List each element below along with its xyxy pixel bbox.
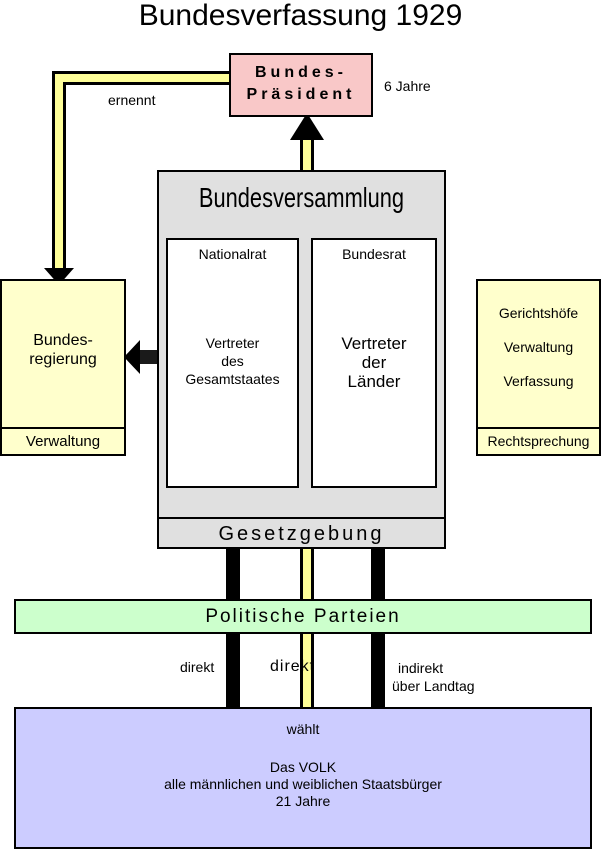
- nationalrat-line3: Gesamtstaates: [185, 371, 280, 387]
- courts-footer: Rechtsprechung: [478, 427, 599, 456]
- people-line1: Das VOLK: [269, 759, 337, 775]
- assembly-box: Bundesversammlung Nationalrat Vertreter …: [157, 170, 446, 549]
- nationalrat-line2: des: [221, 353, 244, 369]
- direct-label-center: direkt: [270, 658, 316, 675]
- parties-box: Politische Parteien: [14, 599, 592, 634]
- bundesrat-line1: Vertreter: [341, 334, 407, 353]
- government-footer: Verwaltung: [2, 427, 124, 456]
- courts-line1: Gerichtshöfe: [498, 305, 579, 321]
- people-line3: 21 Jahre: [275, 793, 331, 809]
- bundesrat-name: Bundesrat: [342, 246, 406, 262]
- president-line1: Bundes-: [255, 64, 347, 81]
- page-title: Bundesverfassung 1929: [138, 0, 463, 32]
- nationalrat-name: Nationalrat: [198, 246, 267, 262]
- bundesrat-line3: Länder: [347, 372, 401, 391]
- people-line2: alle männlichen und weiblichen Staatsbür…: [164, 776, 442, 792]
- indirect-label-line1: indirekt: [398, 660, 444, 676]
- president-term: 6 Jahre: [384, 78, 431, 94]
- government-box: Bundes- regierung Verwaltung: [0, 279, 126, 456]
- assembly-to-government-shaft: [138, 350, 160, 364]
- elect-president-arrowhead: [290, 113, 324, 140]
- president-box: Bundes- Präsident: [229, 53, 373, 117]
- nationalrat-box: Nationalrat Vertreter des Gesamtstaates: [166, 238, 299, 488]
- government-line1: Bundes-: [33, 332, 93, 349]
- president-line2: Präsident: [246, 86, 356, 103]
- indirect-label: indirekt über Landtag: [392, 659, 475, 695]
- government-line2: regierung: [29, 351, 97, 368]
- courts-box: Gerichtshöfe Verwaltung Verfassung Recht…: [476, 279, 601, 456]
- assembly-footer: Gesetzgebung: [157, 517, 446, 549]
- courts-line2: Verwaltung: [503, 339, 574, 355]
- assembly-title: Bundesversammlung: [198, 182, 405, 213]
- bundesrat-box: Bundesrat Vertreter der Länder: [311, 238, 437, 488]
- direct-label-left: direkt: [180, 659, 215, 675]
- assembly-to-government-arrowhead: [124, 340, 140, 374]
- appoint-arrowhead: [44, 268, 74, 285]
- nationalrat-line1: Vertreter: [205, 335, 260, 351]
- courts-line3: Verfassung: [503, 373, 574, 389]
- indirect-label-line2: über Landtag: [392, 678, 475, 694]
- people-votes: wählt: [286, 721, 320, 737]
- appoints-label: ernennt: [108, 92, 156, 108]
- bundesrat-line2: der: [361, 353, 387, 372]
- people-box: wählt Das VOLK alle männlichen und weibl…: [14, 707, 592, 849]
